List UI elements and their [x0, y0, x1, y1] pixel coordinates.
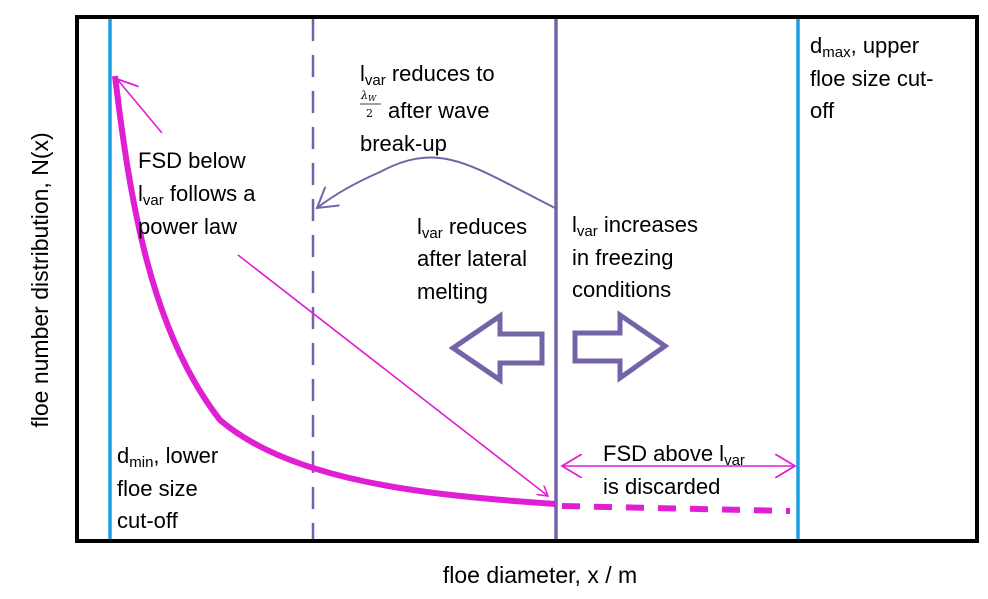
fsd-above-line1: FSD above lvar: [603, 441, 745, 469]
melt-label-line3: melting: [417, 279, 488, 304]
reduce-block-arrow-left: [448, 311, 545, 385]
dmin-label-line2: floe size: [117, 476, 198, 501]
melt-label-line2: after lateral: [417, 246, 527, 271]
freeze-label-line1: lvar increases: [572, 212, 698, 240]
wave-breakup-curved-arrow: [317, 156, 556, 208]
freeze-label-line3: conditions: [572, 277, 671, 302]
fsd-discarded-dashed: [561, 503, 791, 514]
fsd-above-line2: is discarded: [603, 474, 720, 499]
freeze-label-line2: in freezing: [572, 245, 674, 270]
dmax-label-line1: dmax, upper: [810, 33, 919, 61]
y-axis-label: floe number distribution, N(x): [27, 132, 53, 427]
fsd-below-line2: lvar follows a: [138, 181, 256, 209]
fsd-below-line1: FSD below: [138, 148, 246, 173]
plot-frame: [75, 15, 979, 543]
fsd-below-line3: power law: [138, 214, 237, 239]
x-axis-label: floe diameter, x / m: [443, 562, 637, 588]
dmax-label-line3: off: [810, 98, 835, 123]
dmin-pointer-arrow: [117, 79, 163, 134]
wave-label-line2: after wave: [388, 98, 490, 123]
dmin-label-line3: cut-off: [117, 508, 179, 533]
wave-label-line1: lvar reduces to: [360, 61, 495, 89]
fsd-pointer-arrow: [237, 254, 548, 496]
increase-block-arrow-right: [572, 310, 670, 383]
wave-fraction-numerator: λW: [360, 89, 377, 103]
wave-fraction-denominator: 2: [366, 107, 373, 120]
fsd-power-law-curve: [112, 75, 557, 507]
wave-label-line3: break-up: [360, 131, 447, 156]
melt-label-line1: lvar reduces: [417, 214, 527, 242]
dmax-label-line2: floe size cut-: [810, 66, 934, 91]
dmin-label-line1: dmin, lower: [117, 443, 218, 471]
